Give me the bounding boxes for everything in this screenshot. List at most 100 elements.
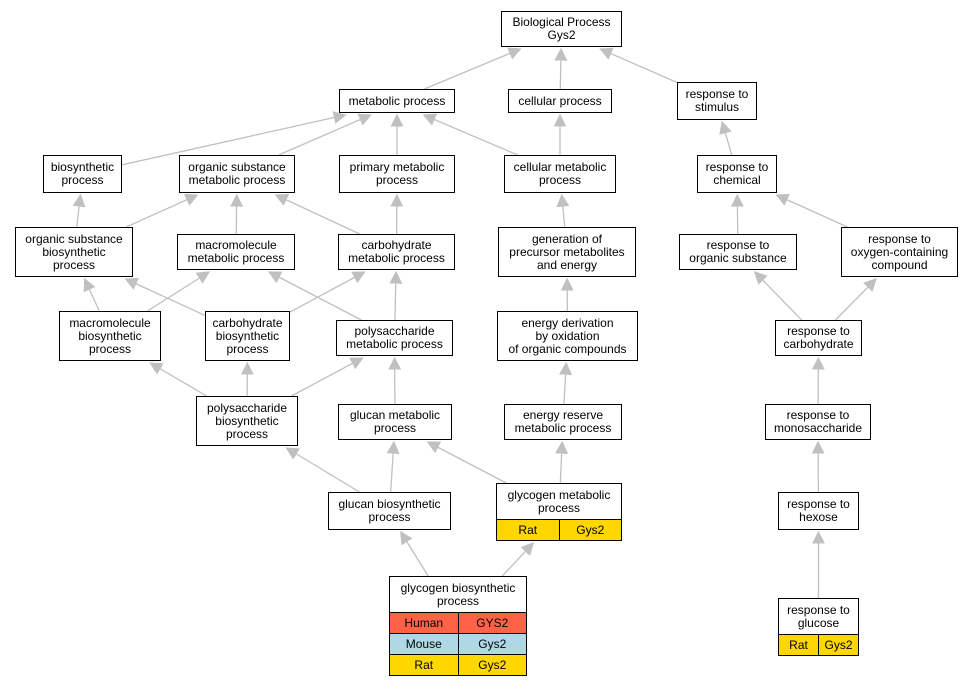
node-label: response to hexose [787, 497, 850, 524]
edge-glucan-bio-to-glucan-met [386, 440, 400, 493]
gene-row-rat: Rat Gys2 [390, 654, 526, 675]
edge-cell-met-to-metabolic [422, 113, 518, 156]
node-label: carbohydrate biosynthetic process [212, 315, 283, 356]
go-node-metabolic[interactable]: metabolic process [339, 89, 455, 113]
go-node-gen-precursor[interactable]: generation of precursor metabolites and … [498, 227, 636, 277]
go-node-stimulus[interactable]: response to stimulus [677, 82, 757, 120]
gene-cell[interactable]: Gys2 [558, 520, 622, 540]
node-label: glucan metabolic process [349, 408, 441, 435]
go-node-macro-met[interactable]: macromolecule metabolic process [177, 234, 295, 270]
edge-org-sub-bio-to-org-sub-met [125, 193, 199, 228]
gene-cell[interactable]: Gys2 [457, 634, 527, 654]
edge-energy-reserve-to-energy-deriv [559, 361, 573, 405]
node-label: organic substance biosynthetic process [25, 231, 123, 272]
edge-glycogen-bio-to-glucan-bio [400, 530, 429, 577]
node-label: organic substance metabolic process [188, 160, 286, 187]
go-node-resp-hexose[interactable]: response to hexose [778, 492, 859, 530]
node-label: energy reserve metabolic process [514, 408, 612, 435]
node-label: cellular metabolic process [513, 160, 607, 187]
node-label: generation of precursor metabolites and … [509, 231, 625, 272]
gene-row-human: Human GYS2 [390, 612, 526, 633]
node-label: Biological Process Gys2 [512, 15, 611, 42]
edge-macro-met-to-org-sub-met [230, 193, 244, 235]
go-node-chemical[interactable]: response to chemical [697, 155, 777, 193]
edge-poly-met-to-carb-met [389, 270, 403, 321]
edge-cellular-to-bp [554, 47, 568, 90]
node-label: macromolecule biosynthetic process [69, 315, 151, 356]
go-node-carb-met[interactable]: carbohydrate metabolic process [338, 234, 455, 270]
go-node-resp-carb[interactable]: response to carbohydrate [775, 320, 862, 356]
go-node-poly-bio[interactable]: polysaccharide biosynthetic process [196, 396, 298, 446]
go-node-bp[interactable]: Biological Process Gys2 [501, 11, 622, 47]
node-label: glycogen biosynthetic process [400, 580, 516, 608]
edge-carb-bio-to-carb-met [289, 271, 366, 313]
go-node-org-sub-bio[interactable]: organic substance biosynthetic process [15, 227, 133, 277]
node-label: response to chemical [705, 160, 769, 187]
edge-carb-bio-to-org-sub-bio [124, 277, 206, 317]
node-label: cellular process [518, 93, 602, 108]
edge-glycogen-met-to-energy-reserve [555, 440, 569, 484]
node-label: response to stimulus [685, 87, 749, 114]
node-label: macromolecule metabolic process [187, 238, 285, 265]
edge-biosynthetic-to-metabolic [121, 111, 347, 166]
edge-resp-carb-to-resp-org-sub [753, 271, 803, 321]
node-label: response to oxygen-containing compound [850, 231, 949, 272]
gene-row-mouse: Mouse Gys2 [390, 633, 526, 654]
edge-glycogen-bio-to-glycogen-met [501, 542, 535, 577]
go-node-glucan-bio[interactable]: glucan biosynthetic process [328, 492, 451, 530]
go-node-biosynthetic[interactable]: biosynthetic process [43, 155, 122, 193]
go-node-primary-met[interactable]: primary metabolic process [339, 155, 455, 193]
edge-org-sub-met-to-metabolic [278, 113, 372, 156]
species-cell: Human [404, 616, 444, 630]
gene-cell[interactable]: Gys2 [457, 655, 527, 675]
node-label: response to organic substance [689, 238, 787, 265]
node-label: response to glucose [787, 602, 850, 630]
node-label: metabolic process [348, 93, 446, 108]
go-node-resp-org-sub[interactable]: response to organic substance [679, 234, 797, 270]
edge-resp-oxygen-to-chemical [775, 193, 848, 228]
edge-gen-precursor-to-cell-met [556, 193, 570, 228]
go-node-energy-reserve[interactable]: energy reserve metabolic process [504, 404, 622, 440]
node-label: energy derivation by oxidation of organi… [508, 315, 627, 356]
edge-stimulus-to-bp [599, 47, 678, 84]
go-node-poly-met[interactable]: polysaccharide metabolic process [336, 320, 453, 356]
gene-row-rat: Rat Gys2 [497, 519, 621, 540]
go-node-resp-mono[interactable]: response to monosaccharide [765, 404, 871, 440]
species-cell: Rat [789, 638, 808, 652]
edge-macro-bio-to-macro-met [147, 271, 211, 312]
edge-macro-bio-to-org-sub-bio [83, 277, 100, 312]
go-node-resp-oxygen[interactable]: response to oxygen-containing compound [841, 227, 958, 277]
node-label: glucan biosynthetic process [338, 497, 441, 524]
node-label: carbohydrate metabolic process [348, 238, 445, 265]
edge-resp-carb-to-resp-oxygen [834, 278, 877, 321]
node-label: glycogen metabolic process [507, 487, 611, 515]
go-node-energy-deriv[interactable]: energy derivation by oxidation of organi… [497, 311, 638, 361]
gene-cell[interactable]: GYS2 [457, 613, 527, 633]
go-node-carb-bio[interactable]: carbohydrate biosynthetic process [205, 311, 290, 361]
species-cell: Mouse [405, 637, 442, 651]
node-label: response to carbohydrate [783, 324, 854, 351]
edge-chemical-to-stimulus [719, 120, 733, 156]
go-node-cellular[interactable]: cellular process [508, 89, 612, 113]
edge-metabolic-to-bp [424, 47, 522, 90]
edge-poly-met-to-macro-met [268, 271, 362, 321]
node-label: polysaccharide biosynthetic process [206, 400, 288, 441]
gene-cell[interactable]: Gys2 [818, 635, 858, 655]
edge-glycogen-met-to-glucan-met [426, 441, 507, 484]
edge-poly-bio-to-macro-bio [149, 362, 208, 397]
go-node-cell-met[interactable]: cellular metabolic process [504, 155, 616, 193]
go-node-org-sub-met[interactable]: organic substance metabolic process [179, 155, 295, 193]
edge-resp-org-sub-to-chemical [730, 193, 744, 235]
species-cell: Rat [414, 658, 434, 672]
node-label: response to monosaccharide [773, 408, 863, 435]
edge-org-sub-bio-to-biosynthetic [72, 193, 86, 228]
edge-carb-met-to-org-sub-met [274, 194, 360, 235]
go-node-macro-bio[interactable]: macromolecule biosynthetic process [59, 311, 161, 361]
go-node-glucan-met[interactable]: glucan metabolic process [338, 404, 452, 440]
edge-glucan-bio-to-poly-bio [285, 447, 360, 493]
species-cell: Rat [518, 523, 538, 537]
